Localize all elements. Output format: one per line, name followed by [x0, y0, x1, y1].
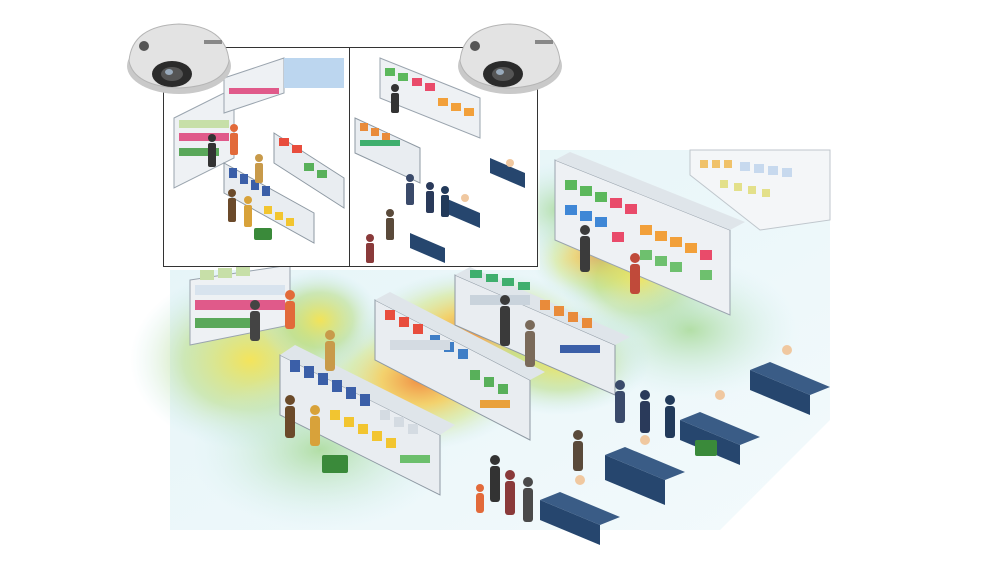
- fisheye-camera-icon: [127, 23, 231, 94]
- shelf-right-produce: [554, 152, 745, 316]
- shelf-left: [189, 264, 291, 346]
- shelf-back-right: [689, 149, 831, 231]
- checkout-counters: [540, 362, 830, 545]
- shoppers: [250, 225, 792, 522]
- shelf-center: [374, 292, 545, 441]
- shelf-center-left: [279, 345, 455, 496]
- fisheye-camera-icon: [458, 23, 562, 94]
